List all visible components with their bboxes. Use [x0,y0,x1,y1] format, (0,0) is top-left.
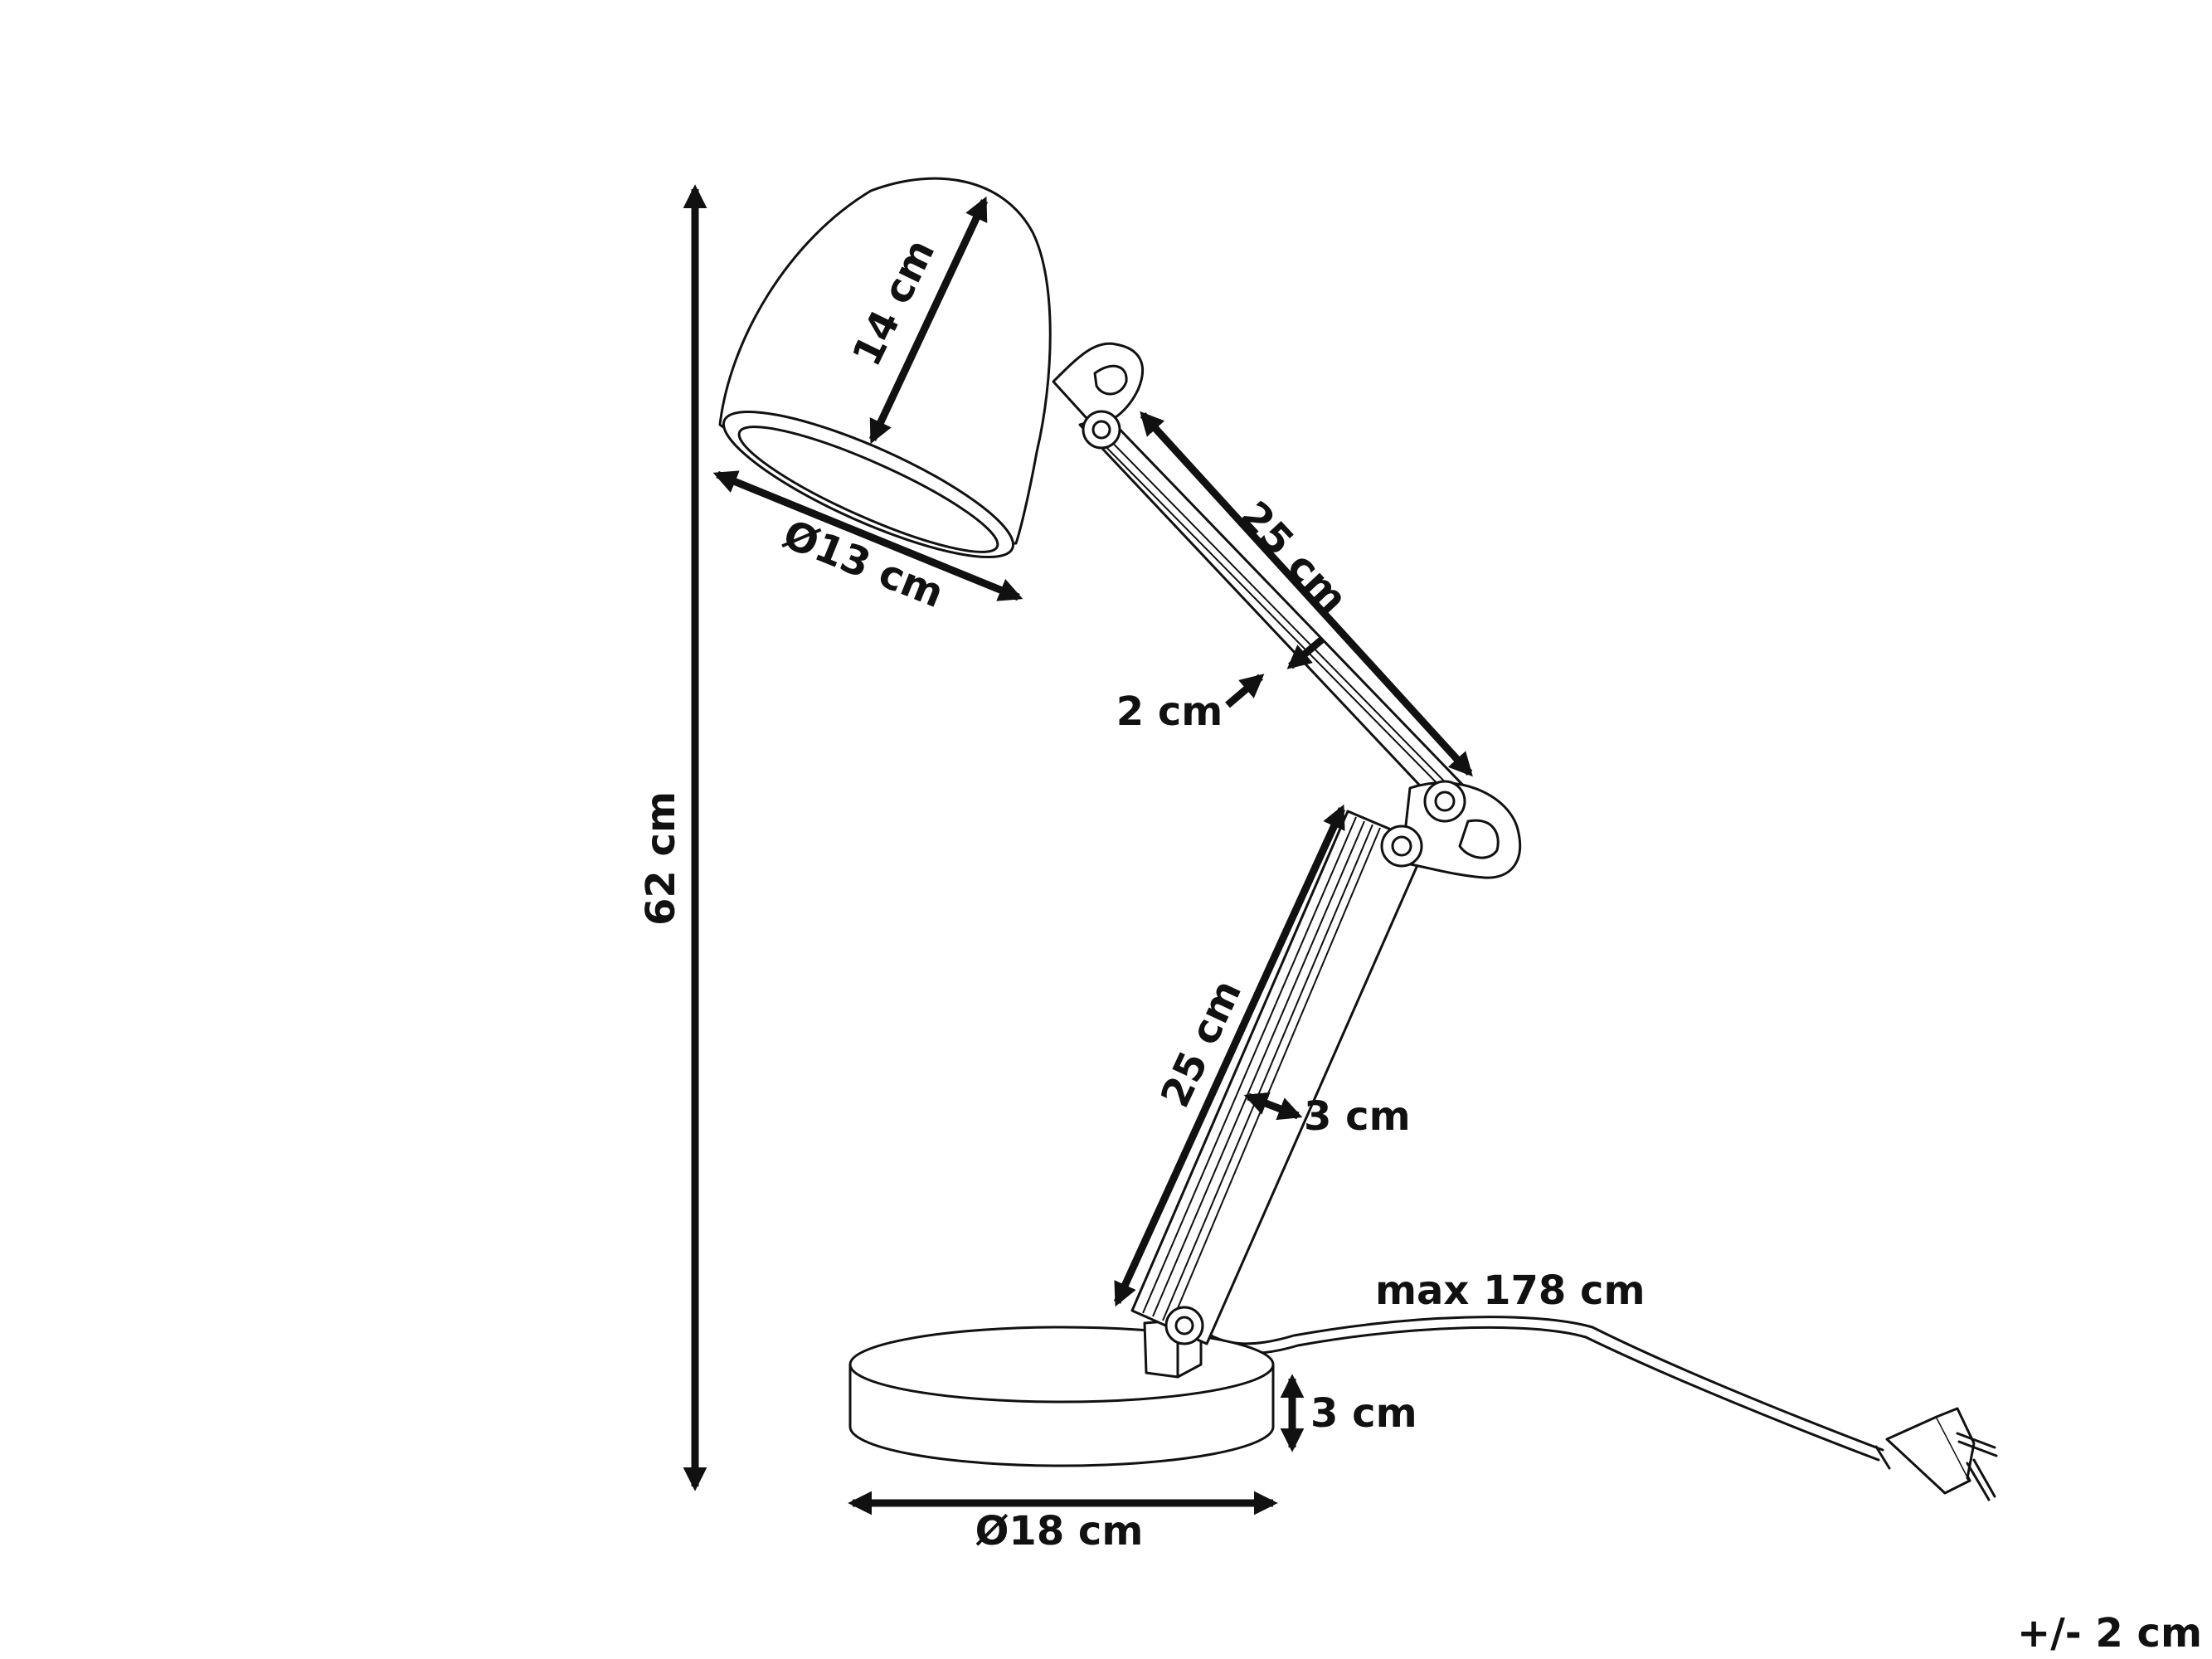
base-height-label: 3 cm [1310,1390,1417,1437]
lamp-base [848,1326,1275,1467]
total-height-label: 62 cm [638,791,684,926]
shade-bracket [1052,342,1145,450]
base-diameter-label: Ø18 cm [975,1508,1144,1554]
plug-icon [1874,1407,1998,1501]
elbow-joint [1380,780,1522,879]
upper-arm-width-label: 2 cm [1116,688,1223,735]
upper-arm-width-arrow-in [1286,635,1325,669]
dimension-arrows [683,184,1473,1515]
upper-arm [1078,415,1474,816]
dimension-labels: 62 cm 14 cm Ø13 cm 25 cm 2 cm 25 cm 3 cm… [638,232,2202,1657]
shade-diameter-arrow [712,470,1023,601]
upper-arm-width-arrow-out [1225,674,1265,708]
shade-height-arrow [868,196,989,445]
tolerance-label: +/- 2 cm [2017,1610,2202,1657]
cable-length-label: max 178 cm [1375,1267,1645,1314]
lower-arm-width-arrow [1243,1092,1303,1121]
base-pivot-screw [1164,1306,1204,1345]
lower-arm-width-label: 3 cm [1304,1093,1411,1140]
lower-arm-length-arrow [1113,804,1346,1307]
power-cable [1193,1316,1884,1452]
lamp-shade [718,177,1052,559]
upper-arm-length-arrow [1140,411,1473,777]
